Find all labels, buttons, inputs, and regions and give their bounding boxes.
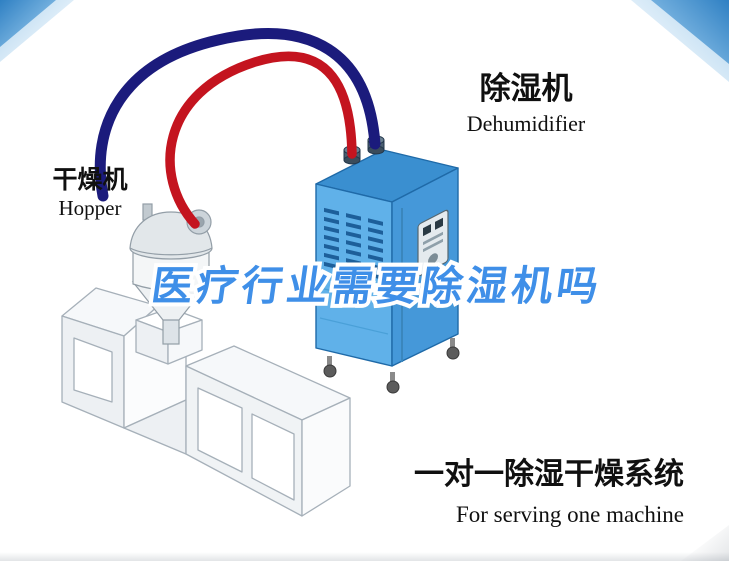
control-panel [417, 209, 449, 277]
air-hoses [94, 28, 381, 229]
dehumidifier-label-cn: 除湿机 [479, 71, 573, 107]
dry-air-hose-red [165, 51, 357, 229]
bottom-edge-shadow [0, 552, 729, 561]
hopper-body [132, 247, 210, 292]
extruder-tower-panel [73, 337, 113, 403]
extruder-deck-end [301, 397, 351, 517]
system-caption: 一对一除湿干燥系统 For serving one machine [414, 449, 684, 528]
panel-button [435, 217, 443, 230]
hopper-label: 干燥机 Hopper [38, 165, 142, 220]
dehumidifier-unit [315, 135, 460, 394]
extruder-door-panel [197, 387, 243, 473]
panel-readout [423, 238, 443, 253]
front-seam-line [319, 317, 389, 335]
panel-knob [428, 253, 438, 265]
hopper-label-cn: 干燥机 [52, 165, 128, 194]
hopper-lid-rim [129, 247, 213, 256]
panel-readout [423, 231, 443, 246]
system-caption-en: For serving one machine [455, 502, 684, 527]
return-air-hose-navy [94, 28, 381, 202]
dehumidifier-label: 除湿机 Dehumidifier [450, 71, 602, 136]
hopper-label-en: Hopper [58, 195, 122, 220]
front-seam-line [319, 287, 389, 305]
dehumidifier-label-en: Dehumidifier [466, 110, 586, 136]
caster-wheels [323, 338, 460, 394]
extruder-machine [61, 287, 351, 517]
panel-button [423, 223, 431, 237]
extruder-door-panel [251, 413, 295, 501]
watermark-title: 医疗行业需要除湿机吗 [149, 262, 606, 310]
vent-grid [324, 207, 383, 280]
system-caption-cn: 一对一除湿干燥系统 [414, 457, 684, 492]
